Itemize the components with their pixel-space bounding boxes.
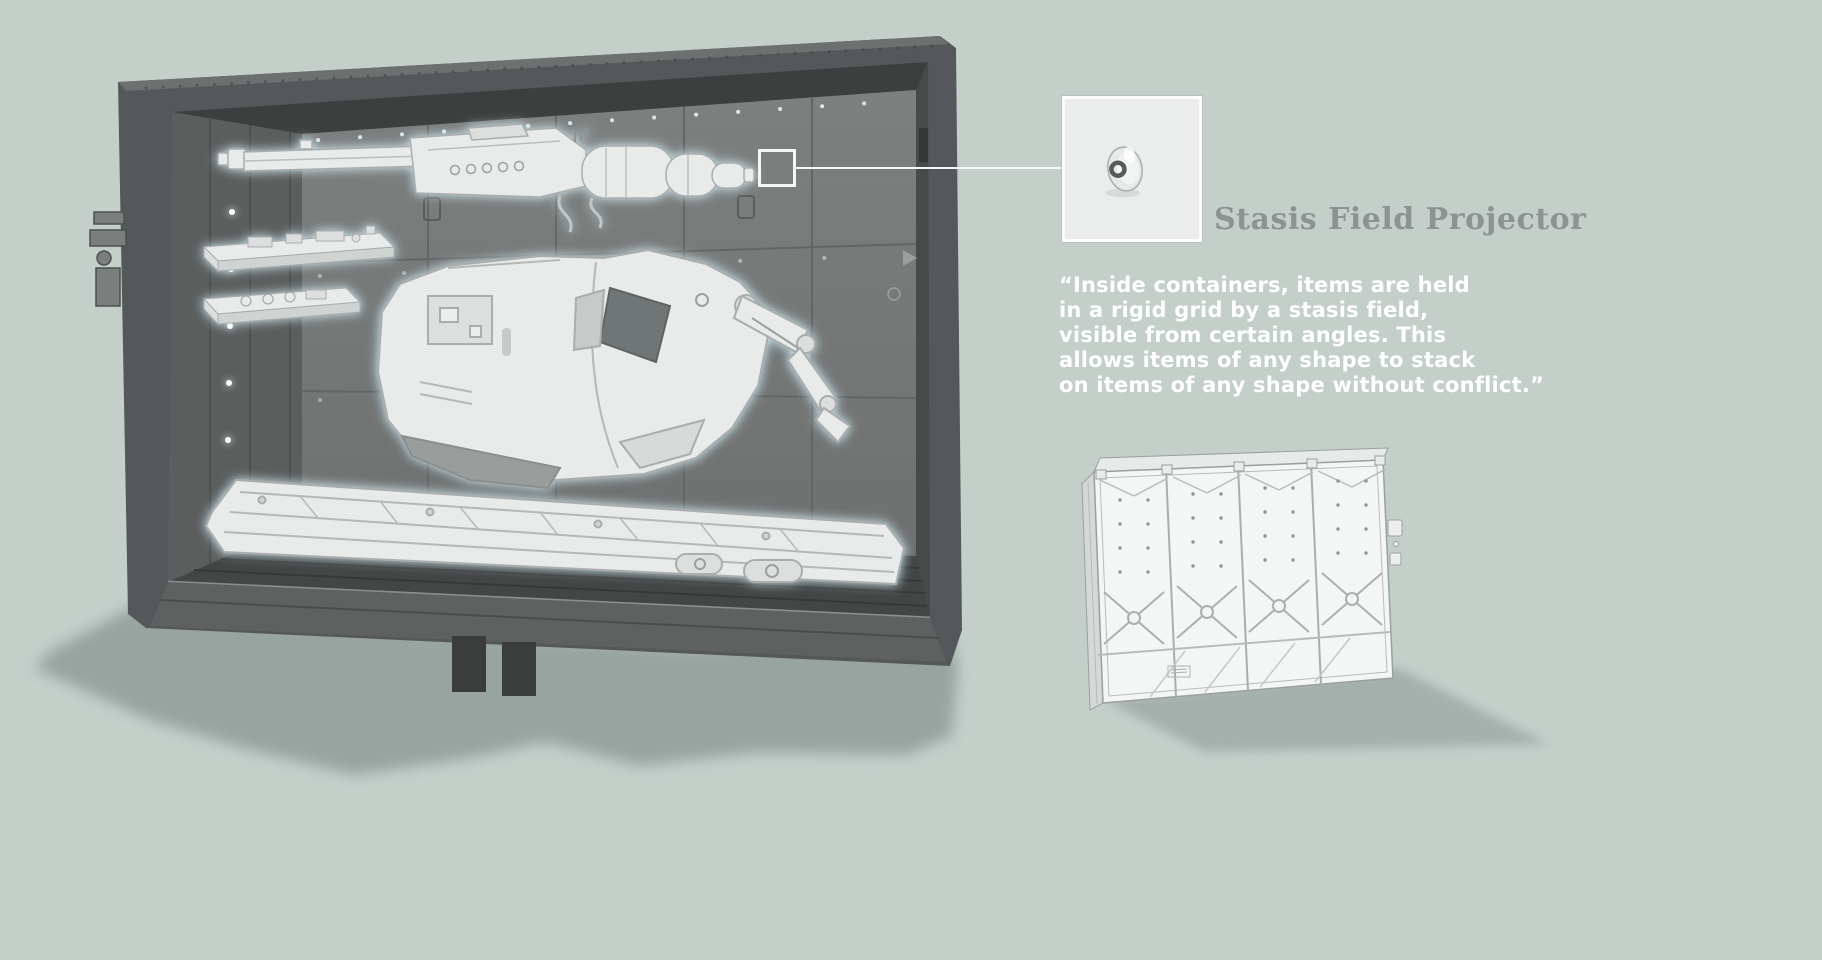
stasis-projector-device — [1106, 146, 1143, 198]
quote-line: allows items of any shape to stack — [1059, 348, 1476, 372]
item-tray-lower — [202, 287, 362, 326]
callout-connector-line — [796, 167, 1062, 169]
quote-line: visible from certain angles. This — [1059, 323, 1447, 347]
callout-square — [758, 149, 796, 187]
main-container-shadow — [34, 598, 958, 775]
item-railgun — [217, 123, 755, 233]
item-cargo-sled — [204, 478, 906, 586]
inset-title: Stasis Field Projector — [1214, 202, 1587, 237]
secondary-render-closed-container — [1081, 447, 1403, 711]
item-tray-upper — [202, 225, 396, 273]
quote-line: in a rigid grid by a stasis field, — [1059, 298, 1429, 322]
wall-triangle-marker — [903, 250, 917, 266]
item-rover-vehicle — [376, 248, 852, 490]
manipulator-arm — [732, 294, 852, 444]
door-hinge-hardware — [89, 211, 127, 307]
quote-line: on items of any shape without conflict.” — [1059, 373, 1545, 397]
wall-circle-marker — [887, 287, 901, 301]
inset-detail-box — [1062, 96, 1202, 242]
quote-block: “Inside containers, items are held in a … — [1059, 273, 1544, 398]
quote-line: “Inside containers, items are held — [1059, 273, 1470, 297]
